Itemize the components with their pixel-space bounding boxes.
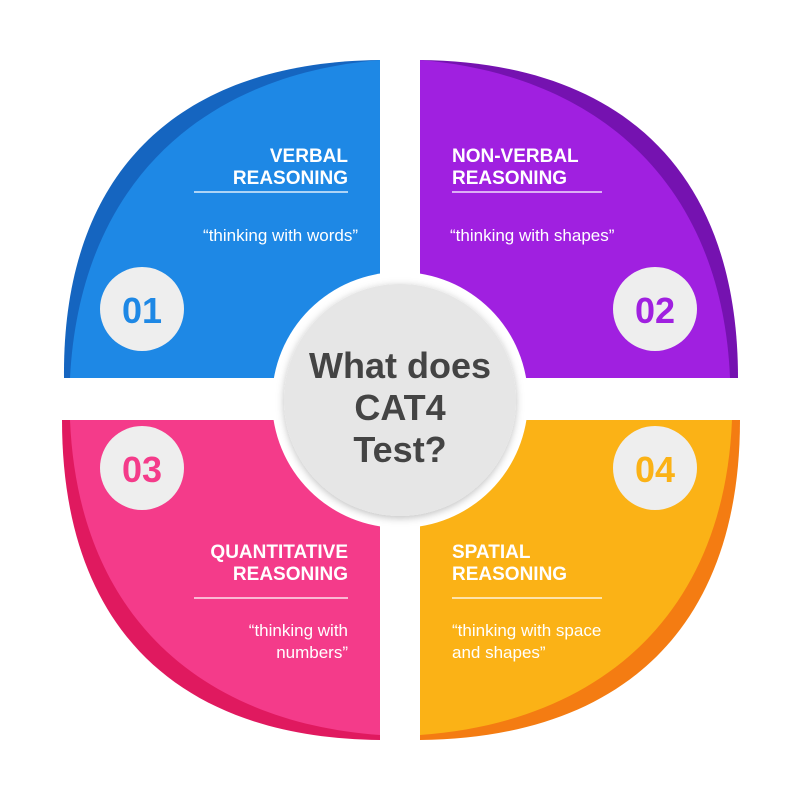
segment-verbal-number: 01: [122, 290, 162, 331]
segment-verbal-title-line1: VERBAL: [270, 146, 349, 167]
segment-verbal: VERBAL REASONING “thinking with words” 0…: [63, 60, 381, 378]
segment-quantitative-number-badge: [100, 426, 184, 510]
segment-verbal-number-badge: [100, 267, 184, 351]
segment-nonverbal-title-line2: REASONING: [452, 168, 567, 189]
segment-quantitative-number: 03: [122, 449, 162, 490]
center-title-line2: CAT4: [354, 387, 445, 428]
segment-quantitative-tagline-line2: numbers”: [276, 643, 348, 662]
segment-spatial-number-badge: [613, 426, 697, 510]
center-title-line3: Test?: [353, 429, 446, 470]
segment-spatial-tagline-line2: and shapes”: [452, 643, 546, 662]
segment-quantitative-title-line2: REASONING: [233, 564, 348, 585]
segment-nonverbal-tagline: “thinking with shapes”: [450, 226, 615, 245]
segment-quantitative-tagline-line1: “thinking with: [249, 621, 348, 640]
segment-quantitative: QUANTITATIVE REASONING “thinking with nu…: [62, 420, 380, 740]
center-hub: What does CAT4 Test?: [272, 272, 528, 528]
segment-spatial-tagline-line1: “thinking with space: [452, 621, 601, 640]
segment-verbal-title-line2: REASONING: [233, 168, 348, 189]
segment-nonverbal: NON-VERBAL REASONING “thinking with shap…: [420, 60, 738, 378]
segment-spatial-title-line2: REASONING: [452, 564, 567, 585]
segment-spatial-title-line1: SPATIAL: [452, 542, 531, 563]
segment-nonverbal-title-line1: NON-VERBAL: [452, 146, 579, 167]
center-title-line1: What does: [309, 345, 491, 386]
segment-spatial: SPATIAL REASONING “thinking with space a…: [420, 420, 740, 740]
segment-nonverbal-number: 02: [635, 290, 675, 331]
segment-nonverbal-number-badge: [613, 267, 697, 351]
center-circle: [284, 284, 516, 516]
segment-quantitative-title-line1: QUANTITATIVE: [210, 542, 348, 563]
segment-verbal-tagline: “thinking with words”: [203, 226, 358, 245]
segment-spatial-number: 04: [635, 449, 675, 490]
